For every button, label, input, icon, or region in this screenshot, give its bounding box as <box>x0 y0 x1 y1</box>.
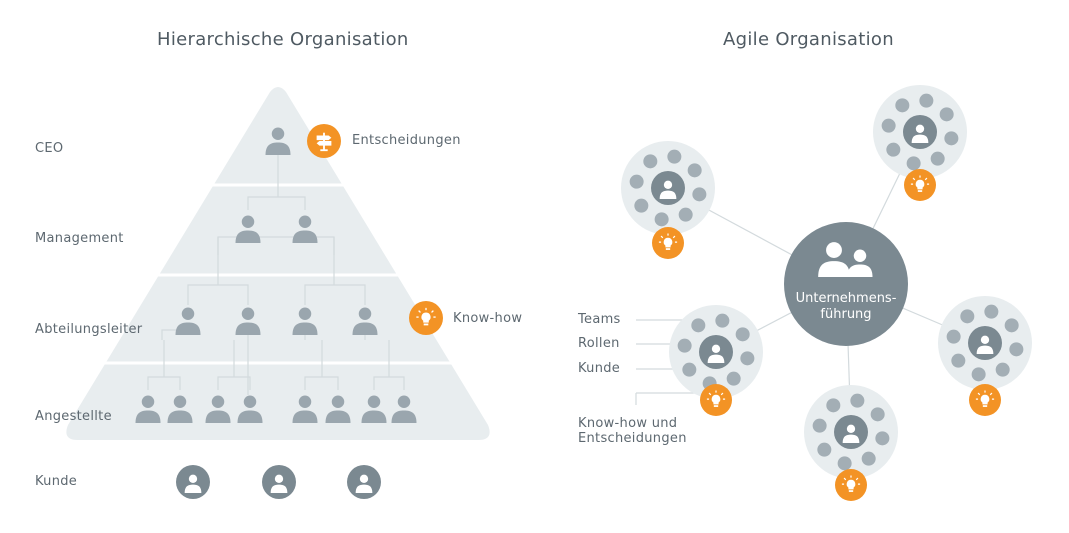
role-dot <box>715 313 730 328</box>
role-dot <box>960 309 975 324</box>
role-dot <box>886 142 901 157</box>
role-dot <box>946 329 961 344</box>
leadership-line1: Unternehmens- <box>795 291 897 306</box>
role-dot <box>643 154 658 169</box>
leadership-label: Unternehmens- führung <box>784 291 908 323</box>
role-dot <box>1004 318 1019 333</box>
knowhow-label: Know-how <box>453 311 523 326</box>
level-employees: Angestellte <box>35 409 112 424</box>
role-dot <box>895 98 910 113</box>
role-dot <box>951 353 966 368</box>
role-dot <box>881 118 896 133</box>
role-dot <box>692 187 707 202</box>
legend-knowhow-line1: Know-how und <box>578 416 678 431</box>
role-dot <box>726 371 741 386</box>
role-dot <box>995 362 1010 377</box>
role-dot <box>944 131 959 146</box>
hierarchy-title: Hierarchische Organisation <box>157 29 409 50</box>
legend-knowhow-line2: Entscheidungen <box>578 431 687 446</box>
role-dot <box>634 198 649 213</box>
role-dot <box>629 174 644 189</box>
role-dot <box>654 212 669 227</box>
role-dot <box>678 207 693 222</box>
role-dot <box>850 393 865 408</box>
role-dot <box>812 418 827 433</box>
role-dot <box>930 151 945 166</box>
legend-customer: Kunde <box>578 361 621 376</box>
role-dot <box>677 338 692 353</box>
role-dot <box>817 442 832 457</box>
level-customer: Kunde <box>35 474 78 489</box>
decisions-label: Entscheidungen <box>352 133 461 148</box>
role-dot <box>984 304 999 319</box>
level-department-heads: Abteilungsleiter <box>35 322 143 337</box>
leadership-circle <box>784 222 908 346</box>
role-dot <box>735 327 750 342</box>
legend-knowhow: Know-how und Entscheidungen <box>578 416 687 446</box>
role-dot <box>939 107 954 122</box>
level-management: Management <box>35 231 124 246</box>
role-dot <box>682 362 697 377</box>
role-dot <box>740 351 755 366</box>
hierarchy-pyramid <box>60 87 500 440</box>
level-ceo: CEO <box>35 141 64 156</box>
role-dot <box>875 431 890 446</box>
role-dot <box>919 93 934 108</box>
role-dot <box>1009 342 1024 357</box>
role-dot <box>971 367 986 382</box>
leadership-line2: führung <box>820 307 872 322</box>
role-dot <box>691 318 706 333</box>
legend-roles: Rollen <box>578 336 620 351</box>
role-dot <box>826 398 841 413</box>
role-dot <box>870 407 885 422</box>
agile-title: Agile Organisation <box>723 29 894 50</box>
role-dot <box>687 163 702 178</box>
role-dot <box>906 156 921 171</box>
role-dot <box>861 451 876 466</box>
legend-teams: Teams <box>578 312 621 327</box>
role-dot <box>667 149 682 164</box>
role-dot <box>837 456 852 471</box>
